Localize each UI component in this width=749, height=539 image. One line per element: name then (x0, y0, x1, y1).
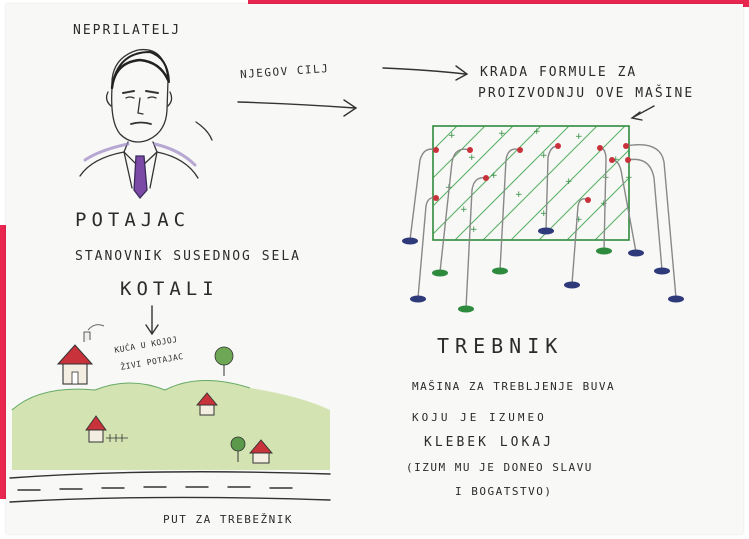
enemy-description: STANOVNIK SUSEDNOG SELA (75, 249, 302, 264)
machine-name: TREBNIK (437, 334, 564, 358)
road-label: PUT ZA TREBEŽNIK (163, 513, 293, 526)
machine-desc-line1: MAŠINA ZA TREBLJENJE BUVA (412, 380, 616, 393)
svg-text:+: + (490, 171, 498, 181)
enemy-name: POTAJAC (75, 209, 191, 231)
svg-text:+: + (470, 225, 478, 235)
svg-text:+: + (565, 177, 573, 187)
svg-text:+: + (468, 153, 476, 163)
svg-text:+: + (460, 205, 468, 215)
accent-bar-top (248, 0, 749, 7)
svg-text:+: + (540, 209, 548, 219)
svg-text:+: + (612, 155, 620, 165)
enemy-heading: NEPRILATELJ (73, 23, 182, 38)
machine-desc-line2: KOJU JE IZUMEO (412, 411, 547, 424)
portrait-sketch (79, 48, 213, 200)
arrow-right-icon (237, 99, 358, 117)
svg-text:+: + (533, 127, 541, 137)
svg-text:+: + (625, 173, 633, 183)
machine-note-line2: I BOGATSTVO) (455, 485, 553, 498)
village-name: KOTALI (120, 278, 219, 300)
svg-text:+: + (448, 131, 456, 141)
svg-text:+: + (600, 199, 608, 209)
goal-text-line2: PROIZVODNJU OVE MAŠINE (478, 86, 695, 101)
arrow-down-icon (145, 305, 159, 336)
svg-text:+: + (515, 190, 523, 200)
svg-text:+: + (498, 129, 506, 139)
machine-note-line1: (IZUM MU JE DONEO SLAVU (406, 461, 593, 474)
svg-text:+: + (575, 215, 583, 225)
village-sketch (9, 324, 331, 503)
goal-text-line1: KRADA FORMULE ZA (480, 65, 638, 80)
accent-bar-left (0, 225, 6, 499)
arrow-left-icon (630, 105, 655, 121)
svg-text:+: + (575, 132, 583, 142)
arrow-right-icon (382, 65, 469, 81)
inventor-name: KLEBEK LOKAJ (424, 435, 554, 450)
machine-sketch: ++++ ++++ ++++ ++++ ++ (402, 125, 684, 313)
svg-text:+: + (540, 151, 548, 161)
